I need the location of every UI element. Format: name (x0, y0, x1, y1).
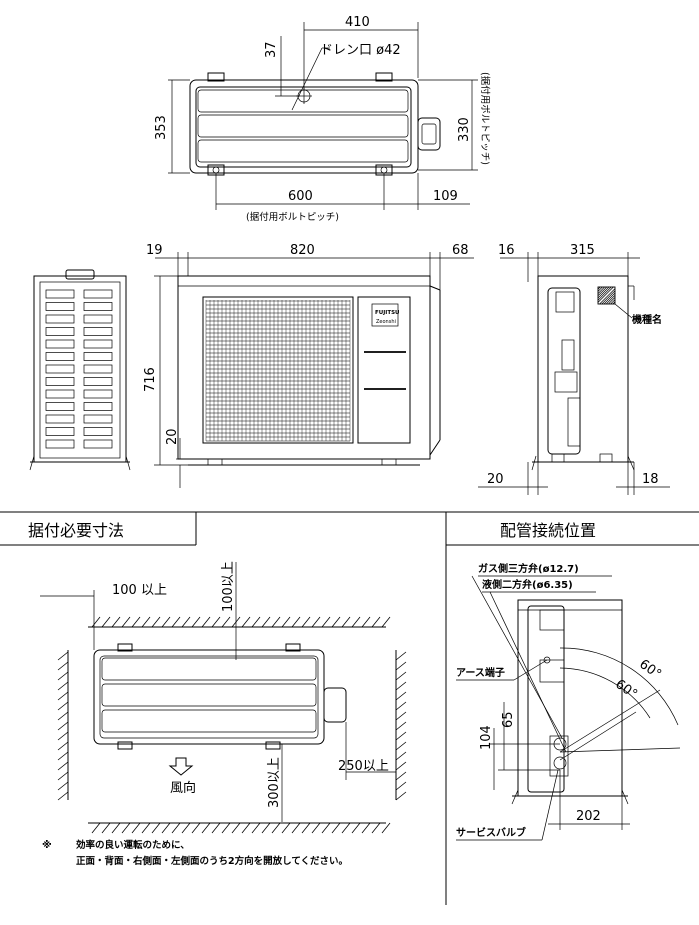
install-dim-right: 250以上 (338, 759, 389, 774)
dim-65: 65 (501, 711, 516, 728)
drain-label: ドレン口 ø42 (320, 43, 401, 58)
model-label: 機種名 (632, 313, 662, 326)
top-dim-bolt-pitch-width: 600 (288, 189, 313, 204)
top-dim-drain-offset: 37 (264, 41, 279, 58)
side-grille (45, 289, 113, 449)
wall-hatch-right (395, 651, 407, 801)
brand-logo-top: FUJITSU (375, 310, 400, 316)
side-dim-bottom-right: 18 (642, 472, 659, 487)
front-dim-height: 716 (143, 367, 158, 392)
front-dim-foot: 20 (165, 428, 180, 445)
installation-title: 据付必要寸法 (28, 521, 124, 540)
left-side-view (29, 269, 131, 471)
model-label-hatch (597, 286, 616, 305)
right-side-view: 機種名 16 315 20 18 (478, 243, 670, 495)
front-fan-grille (205, 300, 351, 442)
wall-hatch-top (91, 616, 391, 628)
earth-terminal-label: アース端子 (456, 666, 505, 679)
angle-2: 60° (612, 677, 639, 703)
front-dim-right: 68 (452, 243, 469, 258)
front-dim-width: 820 (290, 243, 315, 258)
install-dim-top: 100以上 (221, 561, 236, 612)
install-dim-left: 100 以上 (112, 583, 167, 598)
installation-diagram: 100 以上 100以上 300以上 250以上 風向 ※ 効率の良い運転のため… (40, 561, 407, 867)
dim-104: 104 (479, 725, 494, 750)
angle-1: 60° (636, 657, 663, 683)
install-dim-front: 300以上 (267, 757, 282, 808)
liquid-valve-label: 液側二方弁(ø6.35) (482, 578, 573, 591)
piping-title: 配管接続位置 (500, 521, 596, 540)
top-view: 410 37 ドレン口 ø42 353 330 (据付用ボルトピッチ) 600 … (154, 15, 491, 223)
side-dim-left: 16 (498, 243, 515, 258)
note-line2: 正面・背面・右側面・左側面のうち2方向を開放してください。 (76, 855, 348, 867)
service-valve-label: サービスバルブ (456, 826, 526, 839)
wall-hatch-left (57, 651, 69, 801)
side-dim-depth: 315 (570, 243, 595, 258)
note-line1: 効率の良い運転のために、 (76, 839, 190, 851)
top-bolt-pitch-vertical-caption: (据付用ボルトピッチ) (479, 72, 491, 165)
piping-diagram: 60° 60° ガス側三方弁(ø12.7) 液側二方弁(ø6.35) アース端子… (456, 562, 681, 841)
top-dim-bolt-offset: 109 (433, 189, 458, 204)
top-dim-depth: 353 (154, 115, 169, 140)
wall-hatch-bottom (91, 822, 391, 834)
front-view: FUJITSU Zeonshi 19 820 68 716 20 (143, 243, 474, 488)
top-dim-bolt-pitch-depth: 330 (457, 117, 472, 142)
top-dim-width: 410 (345, 15, 370, 30)
front-dim-left: 19 (146, 243, 163, 258)
gas-valve-label: ガス側三方弁(ø12.7) (478, 562, 579, 575)
dim-202: 202 (576, 809, 601, 824)
top-bolt-pitch-caption: (据付用ボルトピッチ) (246, 211, 339, 223)
wind-label: 風向 (170, 780, 196, 796)
wind-direction-icon (168, 757, 194, 776)
side-dim-bottom-left: 20 (487, 472, 504, 487)
note-mark: ※ (42, 839, 52, 851)
brand-logo-bottom: Zeonshi (376, 319, 396, 325)
